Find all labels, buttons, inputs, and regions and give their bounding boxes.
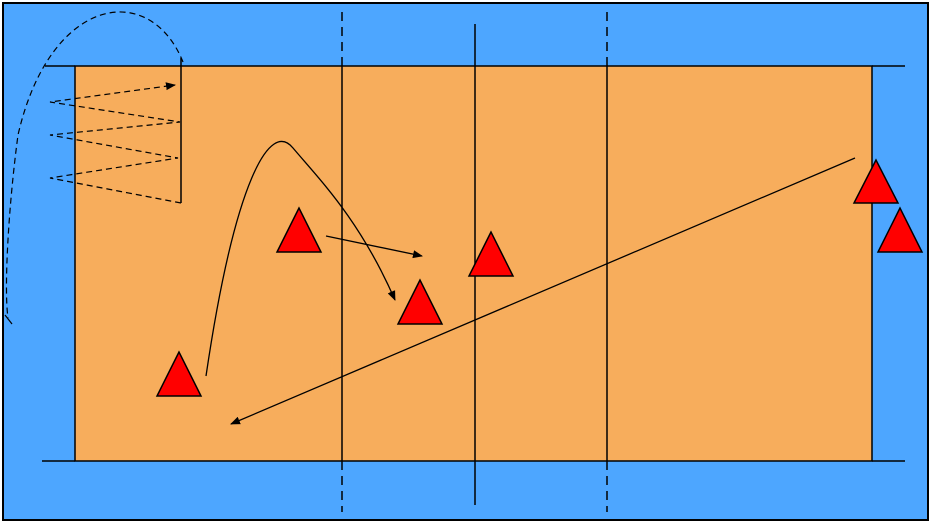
player-right-end-2-triangle — [876, 206, 924, 253]
zigzag-drill-path — [49, 82, 182, 204]
court-line-extensions — [42, 65, 905, 462]
set-arc-path — [205, 140, 396, 377]
court-surface — [74, 65, 873, 462]
player-right-end-1-triangle — [852, 158, 900, 204]
player-left-front-triangle — [275, 206, 323, 253]
long-cross-ball-arrow — [230, 157, 856, 425]
player-serve-zone-triangle — [155, 350, 203, 397]
outside-loop-tick — [4, 314, 13, 325]
player-center-triangle — [396, 278, 444, 325]
player-at-net-triangle — [467, 230, 515, 277]
outside-loop-path — [5, 11, 184, 319]
short-pass-arrow — [325, 235, 423, 259]
players — [155, 158, 924, 397]
